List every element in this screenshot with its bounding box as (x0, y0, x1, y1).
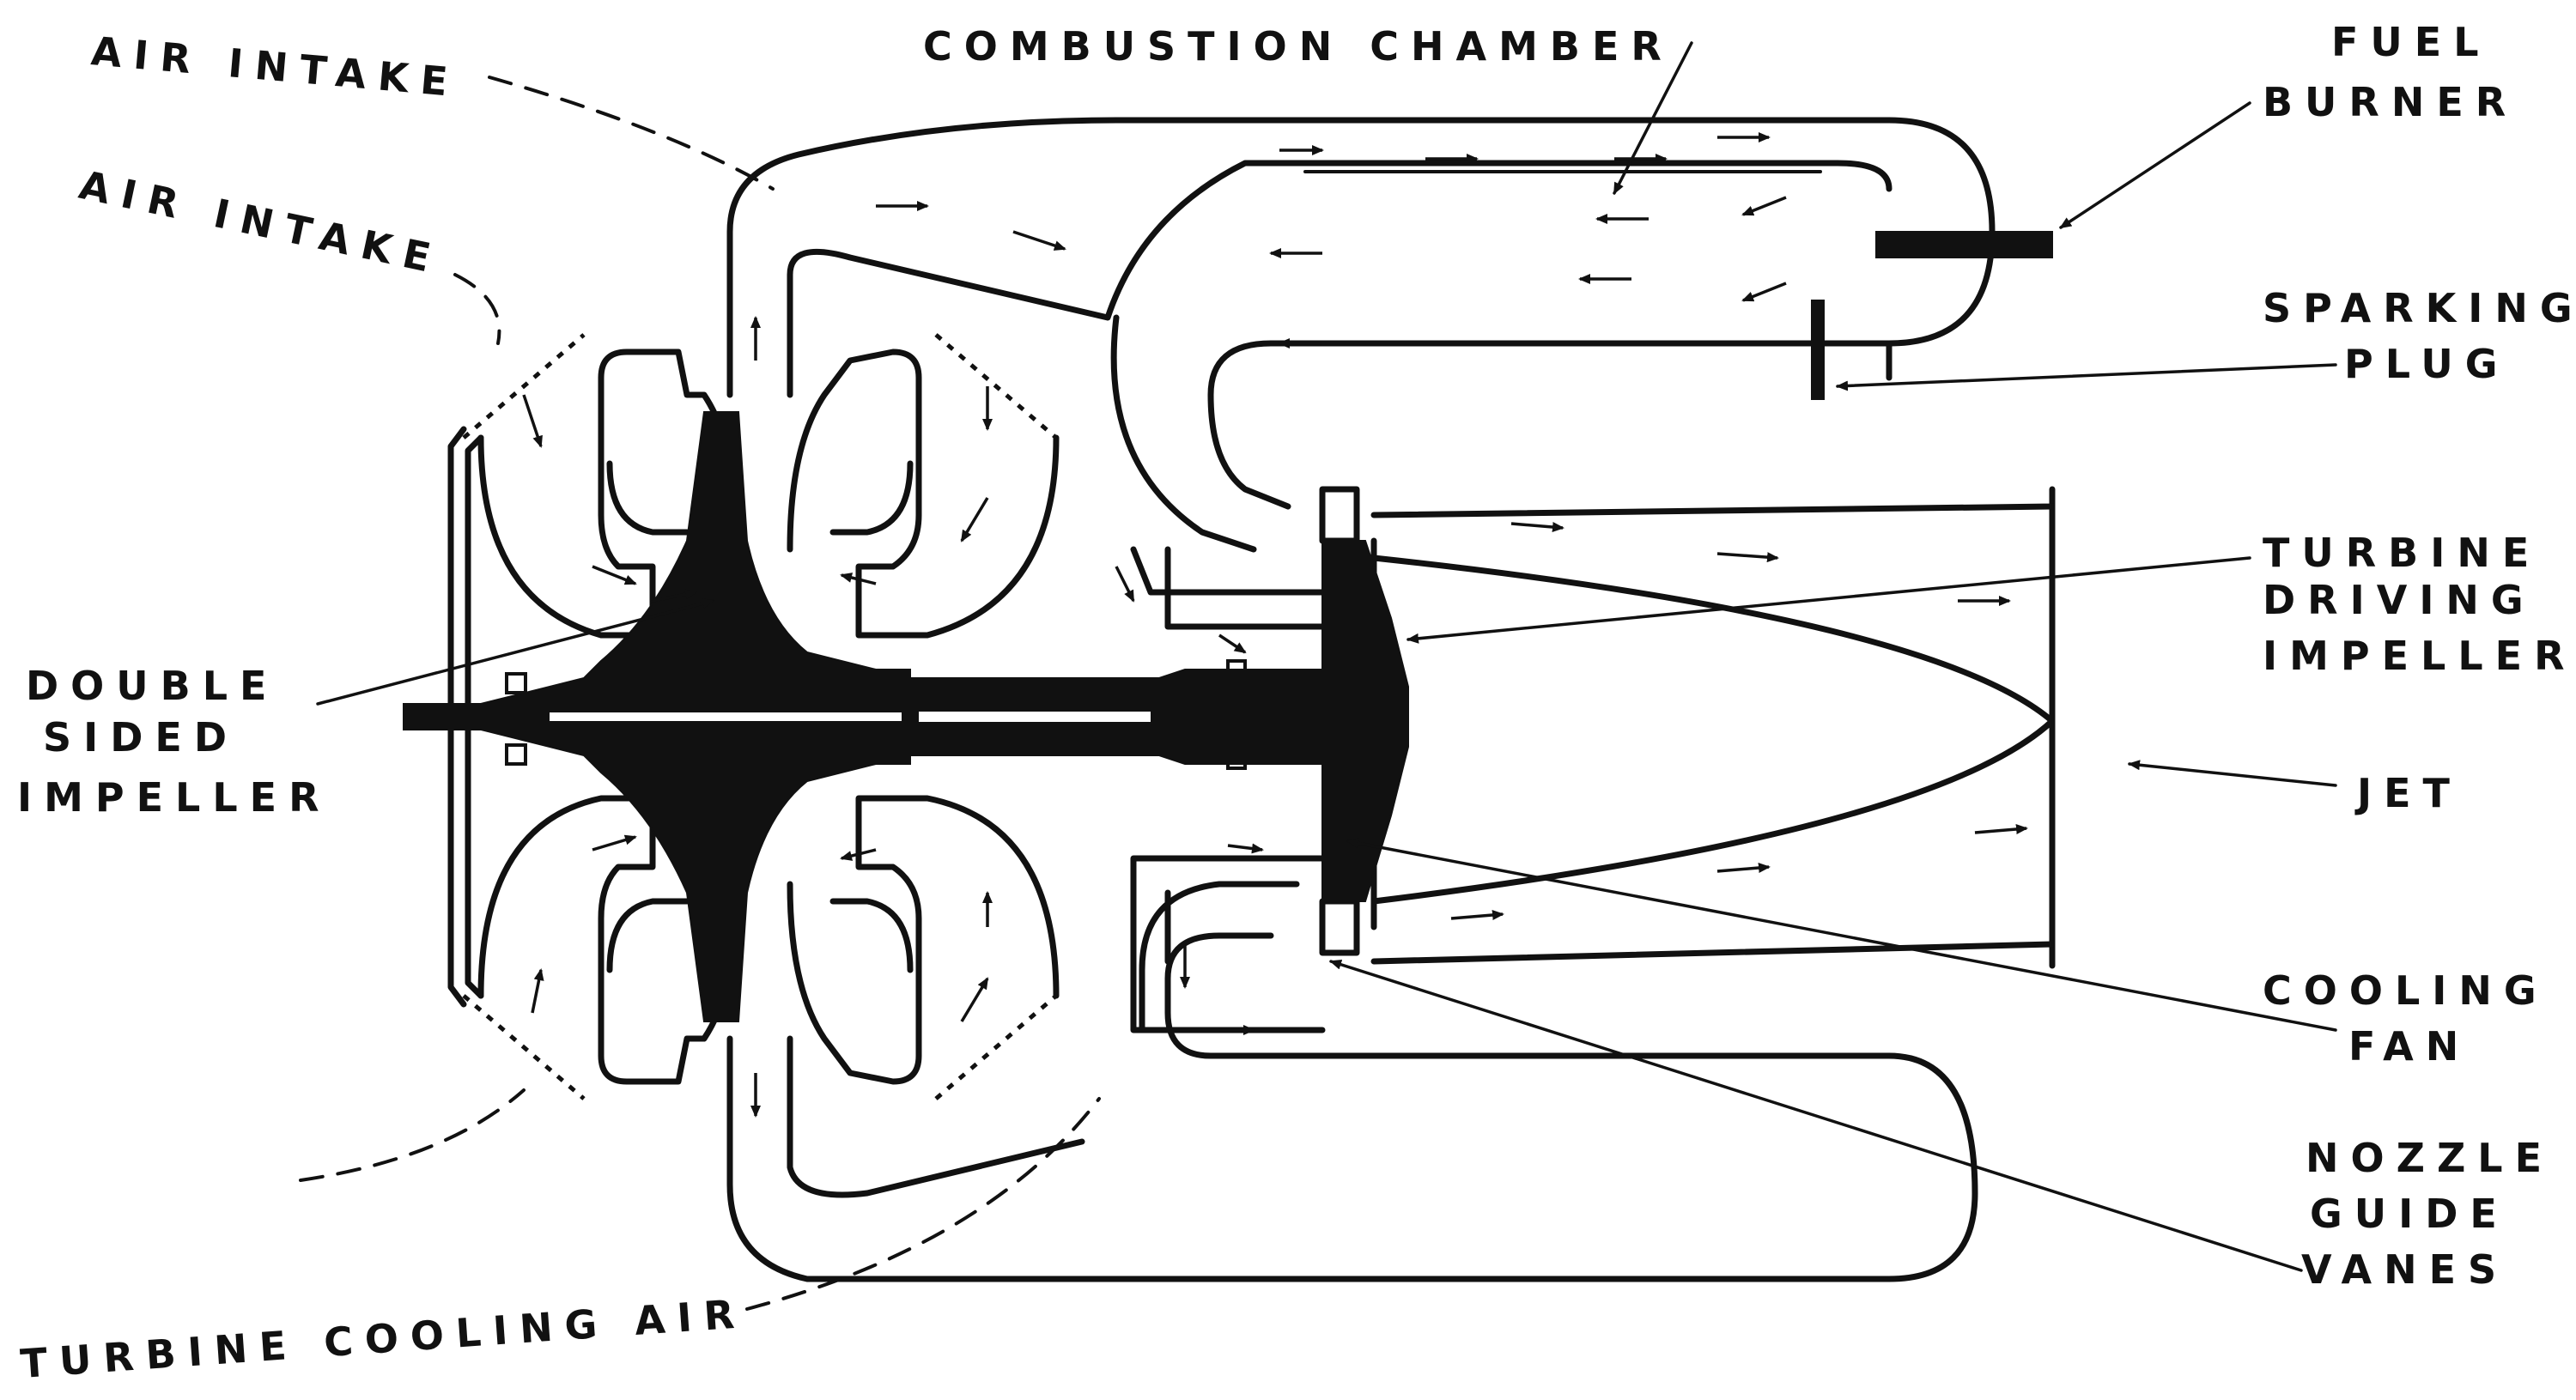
jet-leader (2128, 760, 2337, 787)
upper-outlet-duct (726, 117, 1996, 510)
jet-pipe (1370, 486, 2056, 969)
label-turbine-line1: TURBINE (2263, 530, 2541, 576)
turbine-driving-impeller (1321, 540, 1409, 902)
nozzle-guide-vanes-leader (1329, 959, 2303, 1272)
lower-rear-compressor-casing (787, 795, 1060, 1085)
label-turbine-cooling-air: TURBINE COOLING AIR (19, 1290, 748, 1387)
label-nozzle-line2: GUIDE (2310, 1191, 2509, 1237)
label-double-sided-line3: IMPELLER (17, 774, 331, 821)
label-fuel-burner-line1: FUEL (2331, 19, 2491, 65)
label-air-intake-side: AIR INTAKE (76, 161, 447, 283)
combustion-chamber-leader (1613, 41, 1693, 195)
label-air-intake-top: AIR INTAKE (89, 27, 461, 106)
lower-return-duct (726, 932, 1978, 1282)
turbine-leader (1406, 556, 2251, 644)
label-sparking-plug-line2: PLUG (2344, 341, 2510, 387)
label-double-sided-line1: DOUBLE (26, 663, 278, 709)
leader-lines (299, 41, 2337, 1311)
sparking-plug (1811, 300, 1825, 400)
label-nozzle-line3: VANES (2301, 1246, 2508, 1293)
fuel-burner (1875, 231, 2053, 258)
fuel-burner-leader (2059, 101, 2251, 229)
turbine-cooling-air-leader (745, 1097, 1101, 1311)
engine-drawing (403, 117, 2056, 1282)
label-cooling-fan-line1: COOLING (2263, 967, 2549, 1014)
label-sparking-plug-line1: SPARKING (2263, 285, 2576, 331)
double-sided-impeller-leader (316, 598, 714, 706)
air-intake-side-leader (453, 273, 501, 345)
sparking-plug-leader (1836, 363, 2337, 391)
air-intake-top-leader (488, 76, 775, 191)
label-cooling-fan-line2: FAN (2348, 1023, 2470, 1070)
label-jet: JET (2354, 770, 2462, 816)
cooling-fan-leader (1346, 838, 2337, 1032)
label-turbine-line2: DRIVING (2263, 577, 2536, 623)
label-combustion-chamber: COMBUSTION CHAMBER (923, 23, 1674, 70)
label-turbine-line3: IMPELLER (2263, 633, 2576, 679)
intake-lower-leader (299, 1088, 526, 1182)
label-fuel-burner-line2: BURNER (2263, 79, 2518, 125)
label-double-sided-line2: SIDED (43, 714, 239, 761)
upper-rear-compressor-casing (787, 348, 1060, 639)
label-nozzle-line1: NOZZLE (2306, 1135, 2554, 1181)
